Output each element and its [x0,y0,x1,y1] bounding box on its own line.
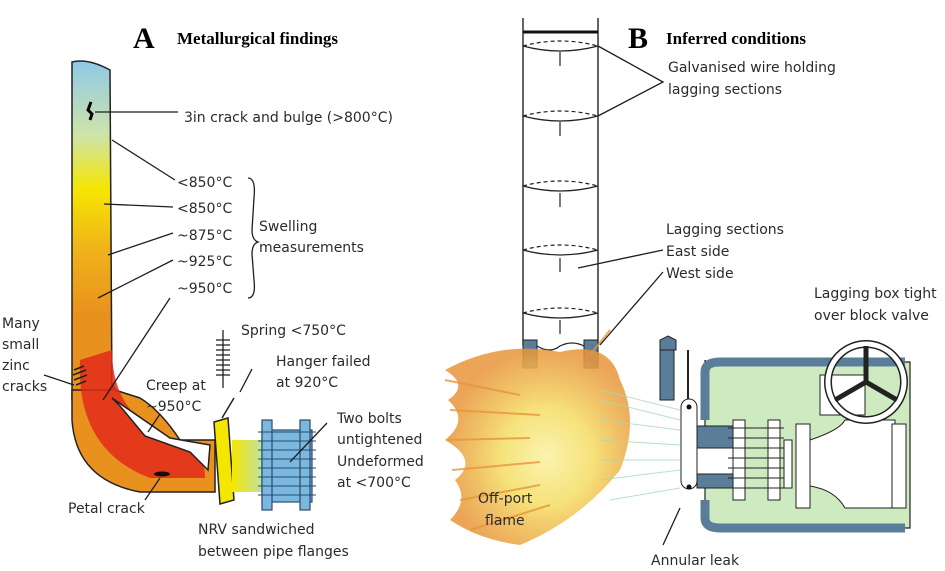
label-bolts-3: Undeformed [337,454,424,470]
leader-creep [147,413,161,433]
leader-swelling-1 [111,139,176,181]
petal-crack-mark [154,471,170,477]
label-creep-1: Creep at [146,378,206,394]
leader-zinc [43,374,75,386]
label-hanger-1: Hanger failed [276,354,370,370]
label-wire-2: lagging sections [668,82,782,98]
label-swelling-title-1: Swelling [259,219,317,235]
label-crack-bulge: 3in crack and bulge (>800°C) [184,110,393,126]
label-flame-1: Off-port [478,491,533,507]
label-swelling-4: ~925°C [177,254,232,270]
creep-notch [111,397,211,472]
nrv-disc [213,417,235,505]
hanger-rod [221,397,235,419]
vertical-pipe [71,60,113,401]
label-lagging-2: East side [666,244,729,260]
leader-bolts [289,422,328,463]
leader-west-side [599,271,664,346]
leader-annular-leak [662,507,681,546]
label-swelling-title-2: measurements [259,240,364,256]
label-bolts-2: untightened [337,432,422,448]
panel-b-title: Inferred conditions [666,29,806,48]
panel-b-letter: B [628,22,648,55]
label-bolts-1: Two bolts [336,411,402,427]
label-box-1: Lagging box tight [814,286,937,302]
label-lagging-3: West side [666,266,734,282]
label-swelling-3: ~875°C [177,228,232,244]
zinc-crack-marks [72,365,88,386]
label-annular-leak: Annular leak [651,553,740,569]
leader-swelling-3 [107,232,174,256]
label-creep-2: ~950°C [146,399,201,415]
spring-icon [216,330,230,388]
swelling-brace [247,177,261,299]
panel-b: B Inferred conditions [444,18,937,569]
block-valve [659,335,907,509]
leader-hanger [239,368,253,393]
label-wire-1: Galvanised wire holding [668,60,836,76]
label-lagging-1: Lagging sections [666,222,784,238]
leader-swelling-2 [103,203,174,208]
crack-mark [86,101,94,121]
label-nrv-1: NRV sandwiched [198,522,315,538]
leader-swelling-5 [102,297,171,401]
label-swelling-1: <850°C [177,175,232,191]
label-spring: Spring <750°C [241,323,346,339]
label-zinc-1: Many [2,316,40,332]
label-swelling-2: <850°C [177,201,232,217]
label-nrv-2: between pipe flanges [198,544,349,560]
leader-petal [144,477,161,501]
leader-swelling-4 [97,259,174,299]
off-port-flame [444,329,681,545]
label-zinc-3: zinc [2,358,30,374]
nrv-pipe-section [232,440,262,492]
label-zinc-4: cracks [2,379,47,395]
panel-a-title: Metallurgical findings [177,29,338,48]
panel-a-letter: A [133,22,155,55]
leader-wire [597,45,665,117]
bolted-flange [258,419,316,511]
label-box-2: over block valve [814,308,929,324]
label-petal-crack: Petal crack [68,501,146,517]
leader-east-side [577,249,664,269]
label-flame-2: flame [485,513,525,529]
handwheel-icon [824,340,908,424]
label-swelling-5: ~950°C [177,281,232,297]
lagged-vertical-pipe [522,18,599,369]
label-bolts-4: at <700°C [337,475,411,491]
panel-a: A Metallurgical findings [2,22,424,560]
label-hanger-2: at 920°C [276,375,338,391]
label-zinc-2: small [2,337,39,353]
